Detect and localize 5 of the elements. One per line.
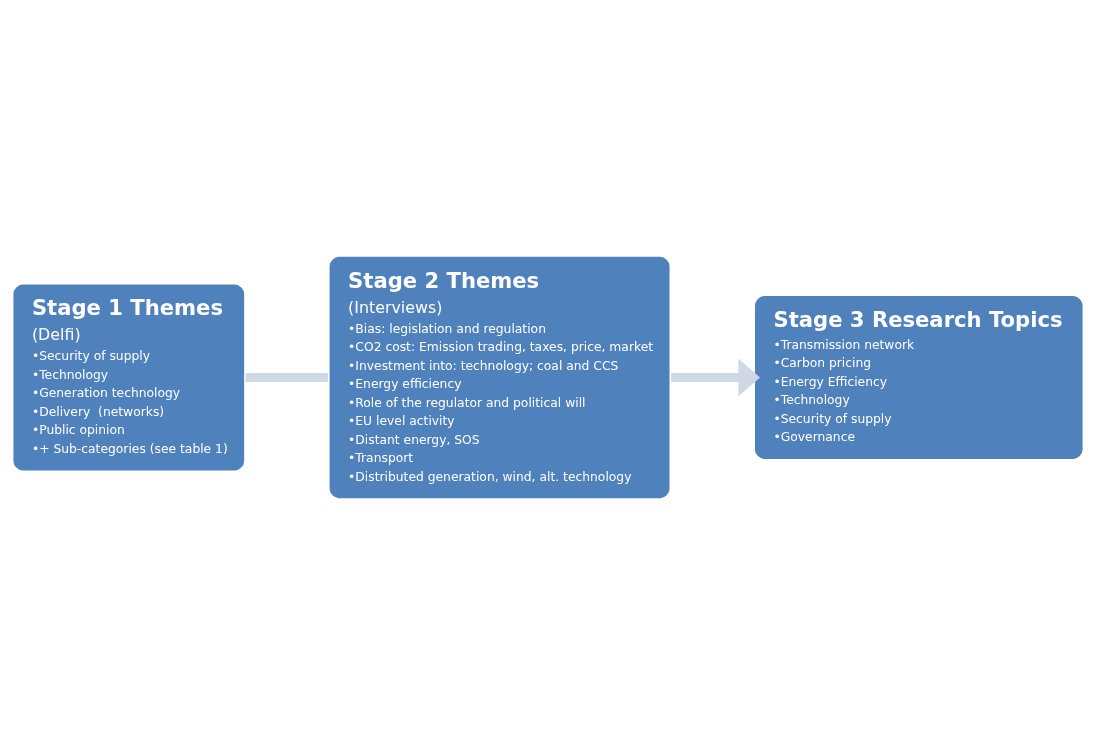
- node-box: Stage 3 Research Topics •Transmission network •Carbon pricing •Energy Efficiency •Technology •Security of supply •Governance: [752, 293, 1086, 462]
- node-box: Stage 2 Themes (Interviews) •Bias: legislation and regulation •CO2 cost: Emission trading, taxes, price, market •Investment into: technology; coal and CCS •Energy efficiency •Role of the regulator and political will •EU level activity •Distant energy, SOS •Transport •Distributed generation, wind, alt. technology: [326, 254, 673, 501]
- connector: [245, 373, 329, 382]
- node-box: Stage 1 Themes (Delfi) •Security of supply •Technology •Generation technology •Delivery (networks) •Public opinion •+ Sub-categories (see table 1): [10, 281, 247, 474]
- arrow: [671, 358, 761, 397]
